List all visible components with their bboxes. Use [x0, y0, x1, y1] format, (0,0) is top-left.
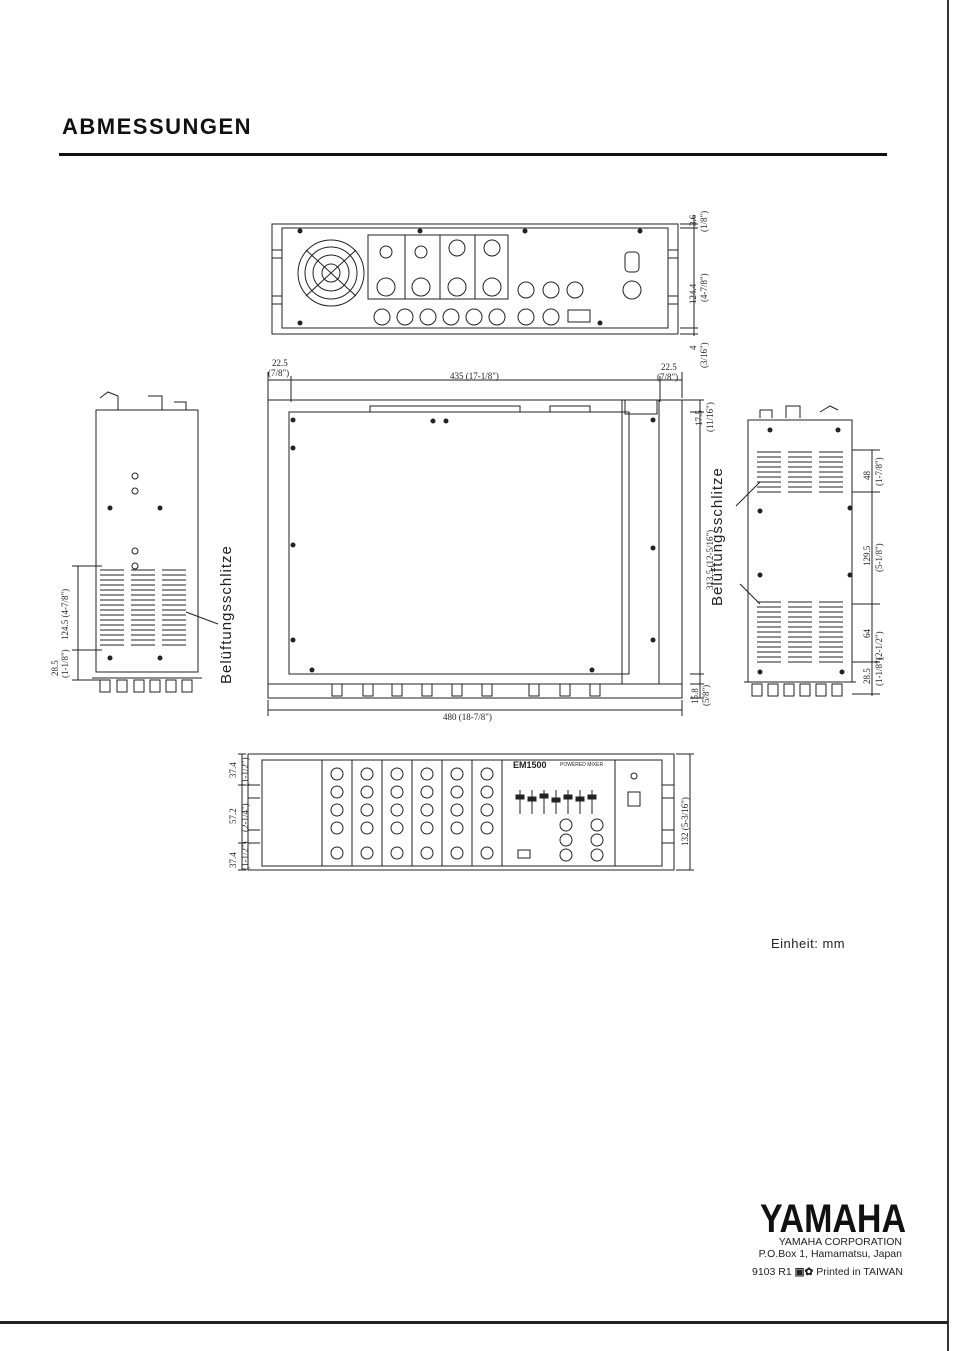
- title-underline: [59, 153, 887, 156]
- front-dim-top-inch: (1-1/2"): [240, 757, 250, 786]
- yamaha-logo: YAMAHA: [758, 1194, 908, 1243]
- rear-dim-top-inch: (1/8"): [699, 210, 709, 232]
- front-dim-top: 37.4: [228, 762, 238, 778]
- right-dim-bottom-inch: (1-1/8"): [874, 657, 884, 686]
- front-dim-bottom-inch: (1-1/2"): [240, 841, 250, 870]
- right-dim-top-vent-inch: (1-7/8"): [874, 457, 884, 486]
- rear-dim-top: 3.6: [688, 214, 698, 226]
- rear-view-drawing: [271, 216, 698, 336]
- left-dim-bottom: 28.5: [50, 660, 60, 676]
- page-edge-line: [947, 0, 949, 1351]
- model-subtitle: POWERED MIXER: [560, 762, 604, 768]
- right-dim-middle-inch: (5-1/8"): [874, 543, 884, 572]
- print-code: 9103 R1: [751, 1266, 792, 1278]
- printed-in: Printed in TAIWAN: [816, 1266, 903, 1278]
- top-dim-left-inch: (7/8"): [268, 368, 290, 378]
- top-dim-front-inch: (5/8"): [701, 684, 711, 706]
- recycle-icon: ▣✿: [794, 1266, 814, 1278]
- right-vent-label: Belüftungsschlitze: [709, 467, 726, 606]
- left-dim-vent: 124.5 (4-7/8"): [60, 588, 70, 640]
- left-side-drawing: [72, 391, 219, 693]
- rear-dim-bottom: 4: [688, 345, 698, 351]
- yamaha-logo-mark: YAMAHA: [760, 1197, 906, 1241]
- bottom-rule: [0, 1321, 948, 1324]
- top-dim-overall-width: 480 (18-7/8"): [443, 712, 492, 722]
- front-dim-bottom: 37.4: [228, 852, 238, 868]
- right-dim-lower-vent-inch: (2-1/2"): [874, 631, 884, 660]
- company-address: P.O.Box 1, Hamamatsu, Japan: [758, 1248, 902, 1260]
- front-dim-middle-inch: (2-1/4"): [240, 803, 250, 832]
- page-title: ABMESSUNGEN: [62, 114, 253, 139]
- left-vent-label: Belüftungsschlitze: [218, 545, 235, 684]
- company-block: YAMAHA CORPORATION P.O.Box 1, Hamamatsu,…: [706, 1236, 902, 1260]
- top-dim-front: 15.8: [690, 688, 700, 704]
- top-dim-handle-inch: (11/16"): [705, 402, 715, 432]
- top-dim-handle: 17.5: [694, 410, 704, 426]
- front-dim-height: 132 (5-3/16"): [680, 797, 690, 846]
- print-line: 9103 R1 ▣✿ Printed in TAIWAN: [700, 1266, 903, 1278]
- front-view-drawing: [238, 753, 694, 871]
- front-dim-middle: 57.2: [228, 808, 238, 824]
- svg-text:YAMAHA: YAMAHA: [760, 1197, 906, 1238]
- top-dim-right: 22.5: [661, 362, 677, 372]
- left-dim-bottom-inch: (1-1/8"): [60, 649, 70, 678]
- top-dim-left: 22.5: [272, 358, 288, 368]
- top-view-drawing: [267, 372, 704, 716]
- model-badge: EM1500: [513, 760, 547, 770]
- right-dim-bottom: 28.5: [862, 668, 872, 684]
- right-side-drawing: [735, 405, 880, 697]
- right-dim-lower-vent: 64: [862, 629, 872, 638]
- right-dim-top-vent: 48: [862, 471, 872, 480]
- rear-dim-bottom-inch: (3/16"): [699, 342, 709, 368]
- rear-dim-height-inch: (4-7/8"): [699, 273, 709, 302]
- top-dim-inner-width: 435 (17-1/8"): [450, 371, 499, 381]
- right-dim-middle: 129.5: [862, 545, 872, 566]
- top-dim-right-inch: (7/8"): [657, 372, 679, 382]
- unit-note: Einheit: mm: [771, 936, 846, 951]
- rear-dim-height: 124.4: [688, 283, 698, 304]
- company-name: YAMAHA CORPORATION: [778, 1236, 902, 1248]
